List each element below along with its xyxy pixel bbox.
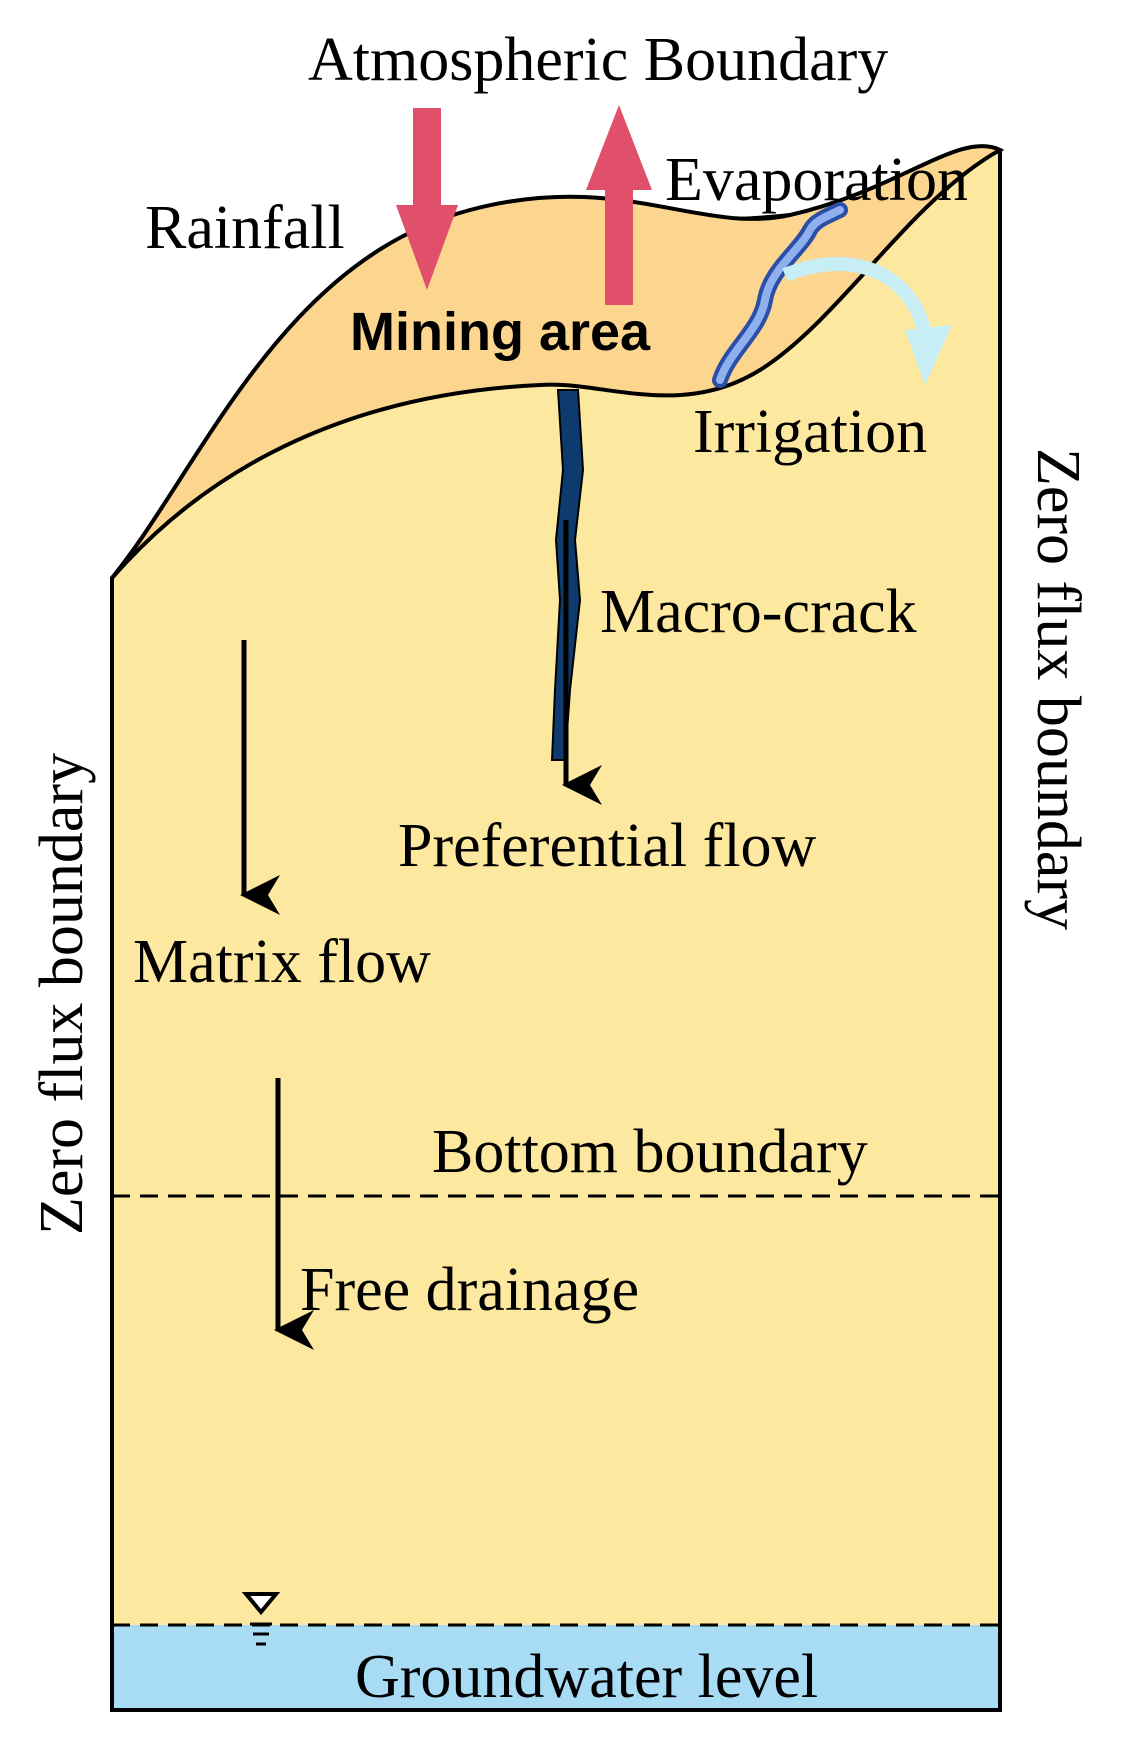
zero-flux-boundary-right-label: Zero flux boundary bbox=[1024, 448, 1092, 930]
free-drainage-label: Free drainage bbox=[300, 1256, 639, 1324]
evaporation-label: Evaporation bbox=[665, 146, 968, 214]
preferential-flow-label: Preferential flow bbox=[398, 812, 817, 880]
rainfall-label: Rainfall bbox=[145, 194, 345, 262]
irrigation-arrow-head bbox=[905, 325, 952, 385]
rainfall-arrow bbox=[396, 108, 458, 290]
groundwater-band bbox=[112, 1625, 1000, 1710]
macro-crack-label: Macro-crack bbox=[600, 578, 917, 646]
mining-area-label: Mining area bbox=[350, 302, 651, 362]
zero-flux-boundary-left-label: Zero flux boundary bbox=[28, 753, 96, 1235]
matrix-flow-label: Matrix flow bbox=[133, 928, 431, 996]
bottom-boundary-label: Bottom boundary bbox=[432, 1118, 868, 1186]
soil-column-outline bbox=[110, 150, 1002, 1712]
irrigation-pipe-inner bbox=[716, 206, 844, 384]
irrigation-arrow bbox=[782, 257, 932, 337]
irrigation-label: Irrigation bbox=[693, 398, 927, 466]
mining-area-layer bbox=[110, 144, 1005, 580]
evaporation-arrow bbox=[586, 105, 652, 305]
atmospheric-boundary-label: Atmospheric Boundary bbox=[308, 26, 888, 94]
groundwater-level-label: Groundwater level bbox=[355, 1643, 818, 1711]
water-table-icon bbox=[241, 1592, 281, 1646]
